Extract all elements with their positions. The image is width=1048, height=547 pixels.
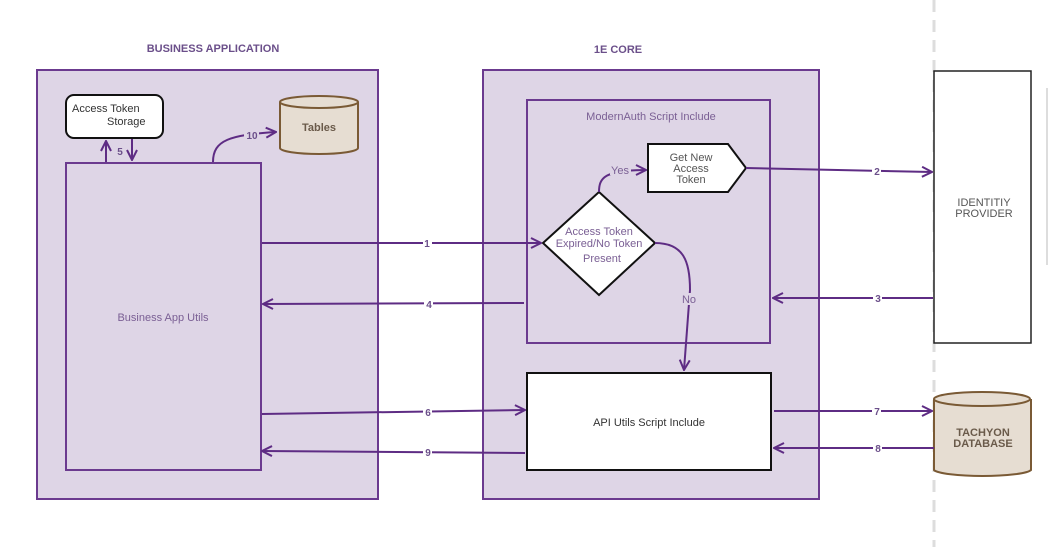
token-check-decision[interactable] xyxy=(541,190,657,297)
edge-no-label: No xyxy=(682,294,696,306)
tachyon-database-label-2: DATABASE xyxy=(953,438,1012,450)
get-new-token-label-2: Access xyxy=(673,163,709,175)
tables-label: Tables xyxy=(302,122,336,134)
edge-5-label: 5 xyxy=(117,147,123,158)
access-token-storage-label-2: Storage xyxy=(107,116,146,128)
access-token-storage-label-1: Access Token xyxy=(72,103,140,115)
core-title: 1E CORE xyxy=(594,44,642,56)
identity-provider-label-2: PROVIDER xyxy=(955,208,1013,220)
api-utils-label: API Utils Script Include xyxy=(593,417,705,429)
decision-label-3: Present xyxy=(583,253,621,265)
edge-yes xyxy=(598,170,646,193)
get-new-token-label-1: Get New xyxy=(670,152,713,164)
identity-provider-label-1: IDENTITIY xyxy=(957,197,1011,209)
edge-yes-label: Yes xyxy=(611,165,629,177)
tachyon-database-label-1: TACHYON xyxy=(956,427,1010,439)
modernauth-label: ModernAuth Script Include xyxy=(586,111,716,123)
edge-1-label: 1 xyxy=(424,239,430,250)
edge-2 xyxy=(745,168,932,172)
edge-10-label: 10 xyxy=(246,131,258,142)
edge-9-label: 9 xyxy=(425,448,431,459)
business-application-title: BUSINESS APPLICATION xyxy=(147,43,280,55)
get-new-token-label-3: Token xyxy=(676,174,705,186)
edge-9 xyxy=(262,451,526,453)
edge-8-label: 8 xyxy=(875,444,881,455)
business-app-utils-label: Business App Utils xyxy=(117,312,209,324)
access-token-storage-node[interactable] xyxy=(65,94,164,139)
tachyon-database[interactable] xyxy=(933,391,1032,478)
business-app-utils-node[interactable] xyxy=(65,162,262,471)
edge-6-label: 6 xyxy=(425,408,431,419)
edge-4 xyxy=(263,303,525,304)
decision-label-1: Access Token xyxy=(565,226,633,238)
get-new-token-node[interactable] xyxy=(647,143,748,193)
edge-7-label: 7 xyxy=(874,407,880,418)
edge-10 xyxy=(212,132,276,163)
edge-4-label: 4 xyxy=(426,300,432,311)
modernauth-container[interactable] xyxy=(526,99,771,344)
edge-6 xyxy=(261,410,525,414)
edge-3-label: 3 xyxy=(875,294,881,305)
decision-label-2: Expired/No Token xyxy=(556,238,643,250)
identity-provider-node[interactable] xyxy=(933,70,1032,344)
api-utils-node[interactable] xyxy=(526,372,772,471)
edge-2-label: 2 xyxy=(874,167,880,178)
edge-no xyxy=(654,242,692,370)
tables-database[interactable] xyxy=(279,95,359,155)
